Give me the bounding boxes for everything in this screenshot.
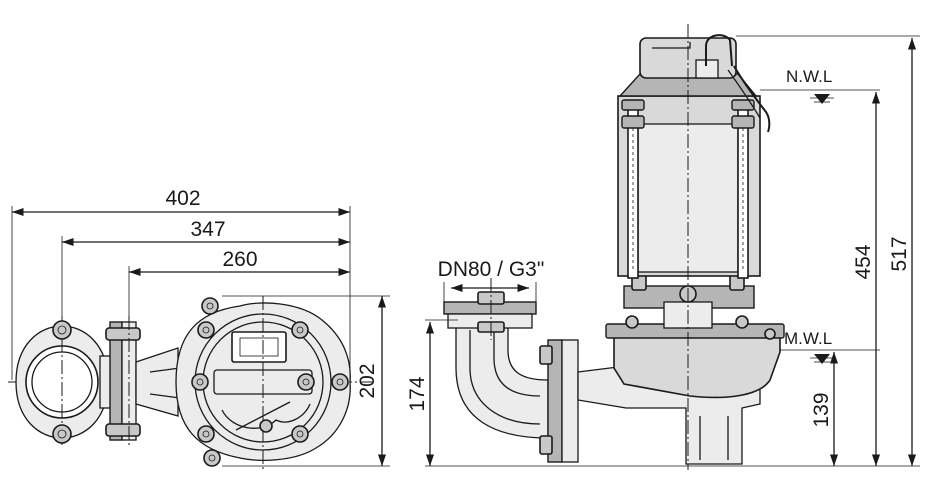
discharge-elbow [455, 321, 549, 439]
dim-260-label: 260 [222, 248, 257, 271]
mwl-label: M.W.L [784, 329, 832, 348]
dim-202-label: 202 [356, 363, 379, 398]
dim-402-label: 402 [165, 187, 200, 210]
pump-body-plan [175, 296, 351, 470]
side-elevation: N.W.L M.W.L DN80 / G3" 174 139 454 517 [406, 24, 920, 470]
dim-174-label: 174 [406, 376, 429, 411]
discharge-flange-plan [15, 316, 109, 448]
nwl-label: N.W.L [786, 67, 832, 86]
nwl-symbol [760, 89, 880, 104]
outlet-flange [443, 278, 537, 340]
dim-454-label: 454 [852, 244, 875, 279]
plan-view: 402 347 260 202 [8, 187, 390, 470]
dim-139-label: 139 [810, 392, 833, 427]
dim-347-label: 347 [190, 218, 225, 241]
motor-housing [617, 95, 761, 279]
power-cable [733, 65, 771, 133]
dim-517-label: 517 [888, 236, 911, 271]
handle [705, 34, 733, 67]
coupling-flange-side [539, 339, 579, 463]
volute-casing [613, 333, 781, 399]
mwl-symbol [780, 349, 880, 364]
dim-outlet-label: DN80 / G3" [438, 258, 545, 281]
coupling-flange-plan [105, 316, 141, 448]
